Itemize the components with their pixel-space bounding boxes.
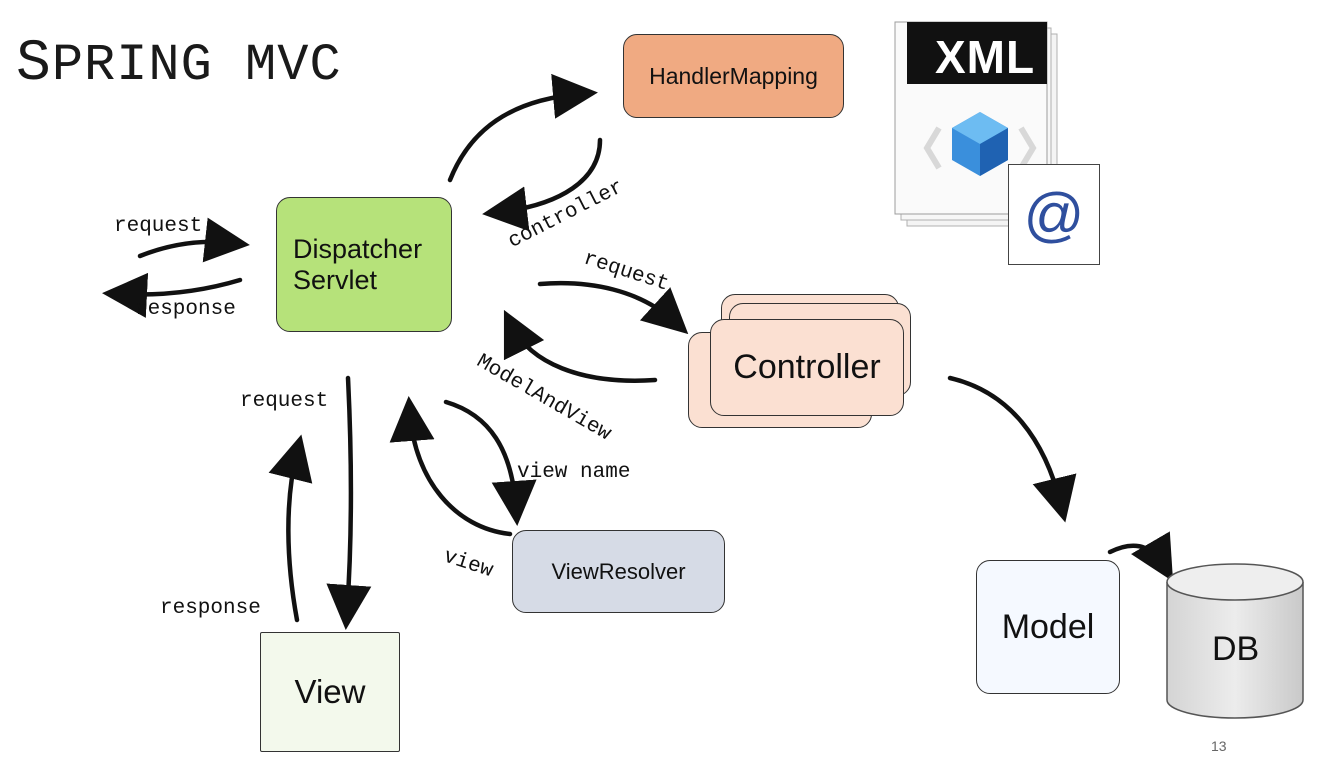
dispatcher-label-line1: Dispatcher — [293, 233, 423, 264]
dispatcher-label-line2: Servlet — [293, 264, 378, 295]
arrow-controller-return — [482, 137, 603, 232]
arrow-view-name — [443, 399, 537, 526]
slide-title: SPRING MVC — [16, 32, 342, 97]
arrow-to-view — [326, 375, 372, 630]
db-cylinder-icon — [1166, 563, 1304, 719]
view-resolver-box: ViewResolver — [512, 530, 725, 613]
view-box: View — [260, 632, 400, 752]
arrow-view-return — [389, 396, 513, 537]
handler-mapping-label: HandlerMapping — [649, 62, 818, 89]
handler-mapping-box: HandlerMapping — [623, 34, 844, 118]
view-label: View — [294, 673, 366, 710]
view-response-label: response — [160, 597, 261, 620]
view-resolver-label: ViewResolver — [551, 558, 686, 584]
arrow-to-db — [1107, 531, 1174, 582]
client-request-label: request — [114, 215, 203, 238]
client-response-label: response — [135, 298, 236, 321]
annotation-symbol: @ — [1023, 181, 1085, 248]
xml-label: XML — [935, 31, 1036, 83]
view-name-label: view name — [517, 461, 631, 484]
model-box: Model — [976, 560, 1120, 694]
controller-label: Controller — [733, 348, 881, 386]
arrow-client-request — [137, 217, 250, 263]
model-label: Model — [1001, 607, 1095, 646]
page-number: 13 — [1211, 738, 1227, 754]
arrow-client-response — [102, 272, 243, 318]
arrow-to-handler-mapping — [447, 73, 598, 183]
arrow-to-controller — [537, 280, 689, 335]
arrow-view-response — [268, 434, 313, 623]
arrow-model-and-view — [503, 309, 658, 383]
arrow-to-model — [947, 375, 1077, 523]
db-label: DB — [1212, 630, 1260, 668]
controller-box: Controller — [710, 319, 904, 416]
view-request-label: request — [240, 390, 329, 413]
annotation-icon: @ — [1008, 164, 1100, 265]
